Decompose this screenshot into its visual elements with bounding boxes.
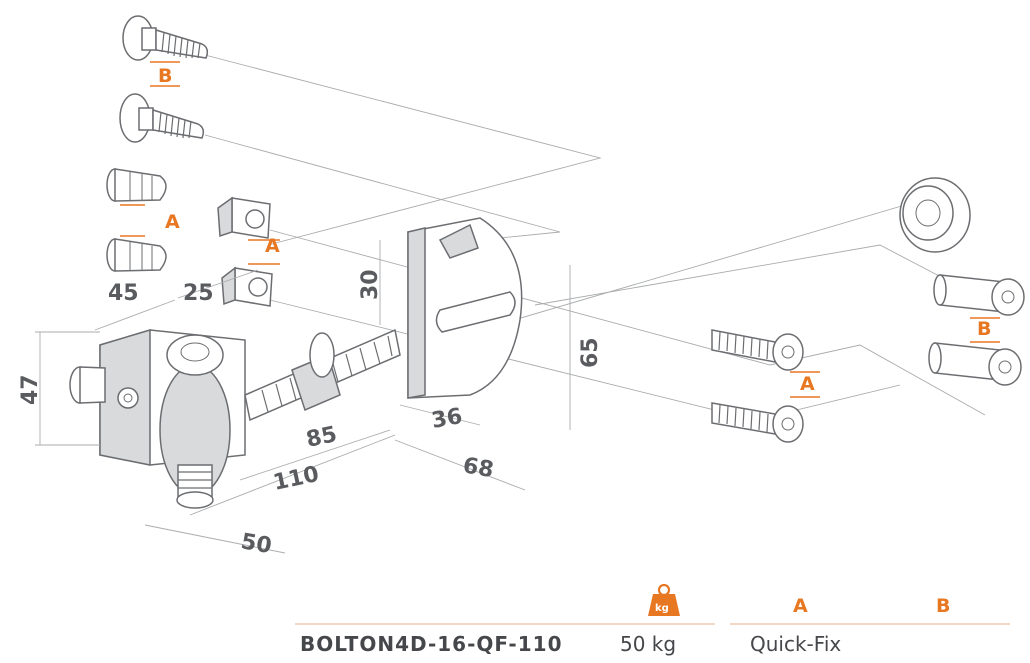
sleeve-nut-upper: [933, 274, 1025, 316]
dim-50: 50: [239, 529, 274, 559]
hinge-pin-body: [159, 334, 231, 509]
plastic-anchor-upper: [106, 168, 167, 202]
spec-weight: 50 kg: [620, 632, 676, 656]
spec-header-a: A: [793, 595, 808, 617]
svg-text:A: A: [165, 211, 180, 233]
square-nut-upper: [217, 196, 271, 239]
machine-screw-lower: [711, 402, 804, 443]
dim-45: 45: [108, 281, 139, 306]
sleeve-nut-lower: [928, 342, 1022, 386]
spec-fixing-a: Quick-Fix: [750, 632, 841, 656]
machine-screw-upper: [711, 329, 804, 371]
label-b-top: B: [150, 61, 180, 87]
label-a-mid: A: [248, 235, 280, 265]
dim-36: 36: [430, 404, 465, 434]
spec-header-b: B: [936, 595, 950, 617]
flange-nut: [899, 177, 971, 253]
carriage-bolt-second: [119, 93, 205, 143]
svg-text:A: A: [800, 373, 815, 395]
svg-text:B: B: [977, 318, 991, 340]
svg-text:kg: kg: [655, 603, 669, 614]
carriage-bolt-top: [122, 15, 209, 61]
spec-model: BOLTON4D-16-QF-110: [300, 632, 562, 656]
square-nut-lower: [221, 266, 273, 307]
mounting-plate: [407, 217, 523, 399]
label-a-left: A: [120, 204, 180, 237]
dim-65: 65: [578, 337, 603, 368]
label-b-right: B: [970, 317, 1000, 343]
dimension-lines: [35, 240, 571, 554]
threaded-rod: [244, 328, 401, 422]
dim-47: 47: [18, 374, 43, 405]
dim-85: 85: [304, 422, 339, 453]
label-a-right: A: [790, 371, 820, 398]
dim-68: 68: [461, 453, 496, 483]
spec-table: kg A B BOLTON4D-16-QF-110 50 kg Quick-Fi…: [295, 583, 1010, 656]
weight-icon: kg: [648, 583, 680, 616]
svg-text:B: B: [158, 65, 172, 87]
dim-25: 25: [183, 281, 214, 306]
dim-30: 30: [358, 269, 383, 300]
svg-text:A: A: [265, 235, 280, 257]
plastic-anchor-lower: [106, 238, 167, 272]
